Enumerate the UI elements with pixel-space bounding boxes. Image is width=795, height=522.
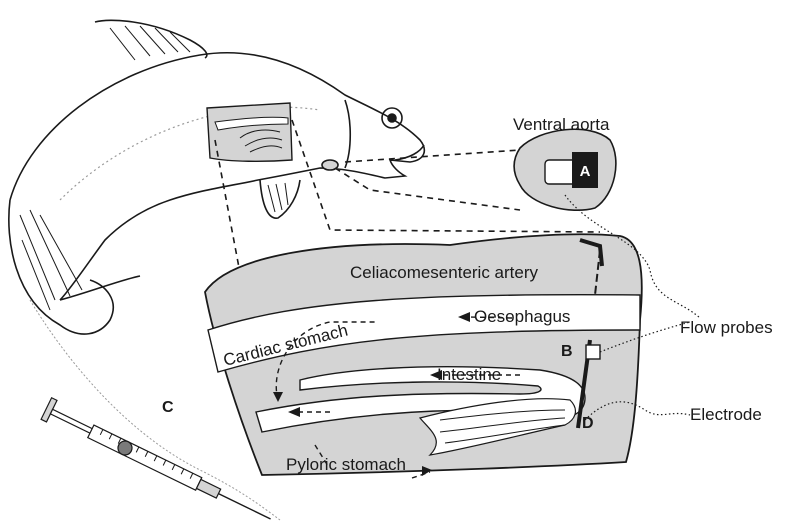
intestine-label: Intestine — [437, 365, 501, 384]
marker-a: A — [580, 163, 591, 180]
marker-d: D — [582, 415, 594, 432]
fish-cutaway-window — [207, 103, 292, 161]
pyloric-stomach-label: Pyloric stomach — [286, 455, 406, 474]
ventral-aorta-label: Ventral aorta — [513, 115, 610, 134]
ventral-aorta-probe — [514, 129, 616, 210]
marker-c: C — [162, 399, 174, 416]
oesophagus-label: Oesophagus — [474, 307, 570, 326]
flow-probes-label: Flow probes — [680, 318, 773, 337]
celiacomesenteric-artery-label: Celiacomesenteric artery — [350, 263, 539, 282]
marker-b: B — [561, 343, 573, 360]
electrode-label: Electrode — [690, 405, 762, 424]
